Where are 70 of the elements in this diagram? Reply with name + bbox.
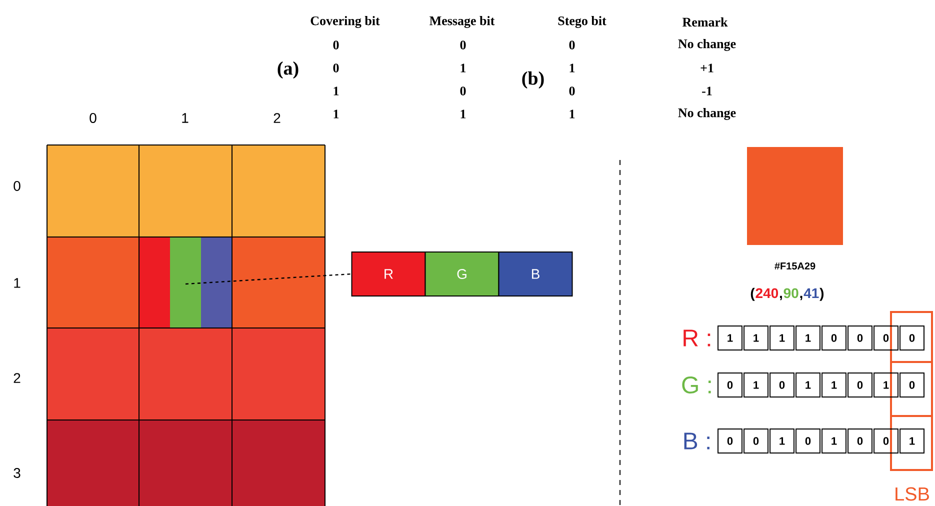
row-index: 0 xyxy=(14,181,20,191)
bit-cell: 0 xyxy=(744,428,768,454)
bit-cell: 1 xyxy=(744,372,768,398)
row-index: 2 xyxy=(14,373,20,383)
bit-cell: 1 xyxy=(718,326,742,350)
rgb-value: , xyxy=(800,296,802,300)
table-cell: 0 xyxy=(569,40,575,50)
table-cell: No change xyxy=(678,39,736,51)
table-cell: 1 xyxy=(460,110,466,118)
bit-cell: 0 xyxy=(874,428,898,454)
bit-cell: 0 xyxy=(822,326,846,350)
channel-box: R xyxy=(351,252,426,296)
rgb-value: ) xyxy=(820,288,824,301)
panel-label: (a) xyxy=(278,61,298,79)
bit-cell: 1 xyxy=(900,428,924,454)
bit-cell: 1 xyxy=(822,372,846,398)
table-cell: -1 xyxy=(702,86,712,96)
rgb-value: 90 xyxy=(784,288,798,298)
table-cell: 1 xyxy=(460,64,466,72)
bit-cell: 0 xyxy=(848,326,872,350)
bit-cell: 0 xyxy=(900,326,924,350)
table-cell: 0 xyxy=(333,64,339,72)
bit-cell: 0 xyxy=(718,428,742,454)
table-cell: 1 xyxy=(334,86,339,96)
row-index: 1 xyxy=(14,278,20,288)
bit-cell: 1 xyxy=(796,326,820,350)
bit-cell: 0 xyxy=(796,428,820,454)
table-cell: 0 xyxy=(333,40,339,50)
rgb-value: , xyxy=(780,296,782,300)
channel-box: G xyxy=(424,252,500,296)
bit-cell: 0 xyxy=(848,372,872,398)
hex-code: #F15A29 xyxy=(774,262,816,270)
table-cell: No change xyxy=(678,108,736,120)
row-index: 3 xyxy=(14,468,20,478)
table-cell: 0 xyxy=(460,86,466,96)
rgb-value: 41 xyxy=(804,288,819,298)
column-index: 1 xyxy=(182,113,188,123)
panel-label: (b) xyxy=(522,71,544,89)
table-cell: 1 xyxy=(570,64,575,72)
bit-cell: 1 xyxy=(744,326,768,350)
table-cell: 0 xyxy=(569,86,575,96)
bit-cell: 1 xyxy=(796,372,820,398)
bit-cell: 0 xyxy=(718,372,742,398)
rgb-value: 240 xyxy=(756,288,778,298)
bit-cell: 1 xyxy=(874,372,898,398)
column-header: Remark xyxy=(682,17,728,27)
column-index: 0 xyxy=(90,113,96,123)
table-cell: 0 xyxy=(460,40,466,50)
table-cell: 1 xyxy=(334,110,339,118)
column-header: Stego bit xyxy=(558,16,606,28)
column-header: Covering bit xyxy=(310,16,380,28)
bit-cell: 0 xyxy=(848,428,872,454)
channel-box: B xyxy=(498,252,573,296)
bit-cell: 1 xyxy=(770,428,794,454)
rgb-value: ( xyxy=(750,288,755,301)
table-cell: +1 xyxy=(700,64,714,72)
bit-cell: 0 xyxy=(900,372,924,398)
channel-label: G : xyxy=(682,376,711,394)
column-header: Message bit xyxy=(430,16,495,28)
bit-cell: 0 xyxy=(770,372,794,398)
column-index: 2 xyxy=(274,113,280,123)
table-cell: 1 xyxy=(570,110,575,118)
lsb-label: LSB xyxy=(896,487,929,501)
channel-label: B : xyxy=(684,432,710,450)
bit-cell: 1 xyxy=(822,428,846,454)
bit-cell: 1 xyxy=(770,326,794,350)
bit-cell: 0 xyxy=(874,326,898,350)
channel-label: R : xyxy=(684,330,710,346)
dashed-line xyxy=(185,273,352,285)
rgb-pixel xyxy=(138,236,232,328)
